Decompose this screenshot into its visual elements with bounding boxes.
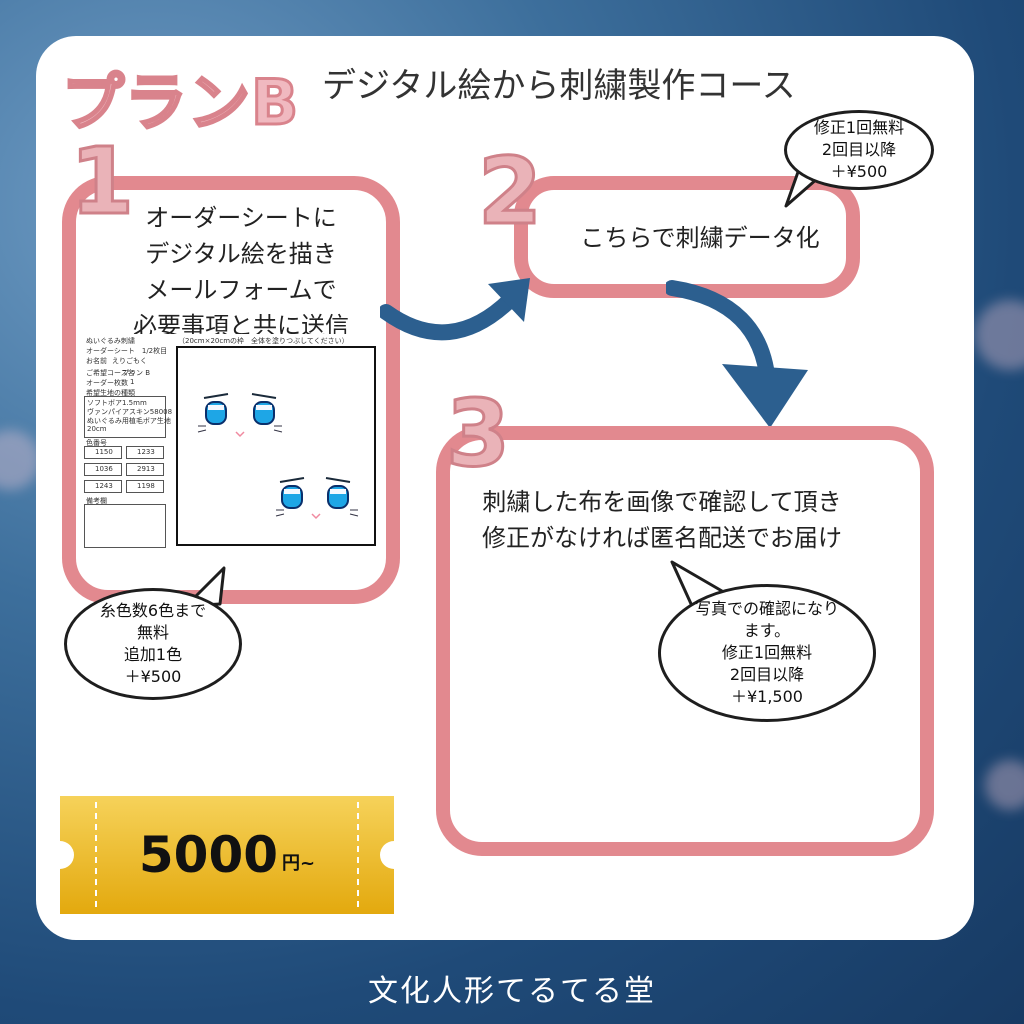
plan-label: プランB xyxy=(60,65,300,141)
shop-name: 文化人形てるてる堂 xyxy=(368,974,656,1009)
sheet-name-value: えりごもく xyxy=(112,357,147,365)
sheet-name-label: お名前 xyxy=(86,357,107,365)
sheet-fabric-label: 希望生地の種類 xyxy=(86,389,135,397)
step-2-note-bubble: 修正1回無料 2回目以降 ＋¥500 xyxy=(784,110,934,190)
bokeh-light xyxy=(0,430,40,490)
sheet-title: ぬいぐるみ刺繍 xyxy=(86,337,135,345)
sheet-canvas-note: （20cm×20cmの枠 全体を塗りつぶしてください） xyxy=(178,337,349,345)
price-ticket: 5000 円~ xyxy=(60,796,394,914)
sheet-remarks-box xyxy=(84,504,166,548)
step-3-number: 3 xyxy=(444,379,511,489)
arrow-to-step-2-icon xyxy=(380,278,530,341)
order-sheet-preview: ぬいぐるみ刺繍 オーダーシート 1/2枚目 お名前 えりごもく ご希望コース名 … xyxy=(82,334,382,550)
step-3-text: 刺繍した布を画像で確認して頂き 修正がなければ匿名配送でお届け xyxy=(482,488,842,552)
cat-face-drawing-icon xyxy=(197,393,359,520)
sheet-colors-label: 色番号 xyxy=(86,439,107,447)
price-amount: 5000 xyxy=(138,826,279,884)
bokeh-light xyxy=(975,300,1024,370)
sheet-course-value: プラン B xyxy=(122,369,151,377)
step-1-number: 1 xyxy=(68,127,135,237)
step-2-number: 2 xyxy=(476,137,543,247)
step-2-text: こちらで刺繍データ化 xyxy=(580,224,820,252)
sheet-count-label: オーダー枚数 xyxy=(86,379,128,387)
arrow-to-step-3-icon xyxy=(666,280,808,428)
sheet-drawing-canvas xyxy=(176,346,376,546)
step-1-note-bubble: 糸色数6色まで 無料 追加1色 ＋¥500 xyxy=(64,588,242,700)
step-1-text: オーダーシートに デジタル絵を描き メールフォームで 必要事項と共に送信 xyxy=(133,204,349,340)
bokeh-light xyxy=(985,760,1024,810)
step-3-note-bubble: 写真での確認になり ます。 修正1回無料 2回目以降 ＋¥1,500 xyxy=(658,584,876,722)
price-unit: 円~ xyxy=(282,853,316,874)
ticket-notch-icon xyxy=(60,802,394,908)
sheet-fabric-box: ソフトボア1.5mm ヴァンパイアスキン58008 ぬいぐるみ用植毛ボア生地 2… xyxy=(84,396,172,438)
sheet-count-value: 1 xyxy=(130,378,135,386)
sheet-subtitle: オーダーシート 1/2枚目 xyxy=(86,347,168,355)
course-title: デジタル絵から刺繍製作コース xyxy=(322,66,796,106)
sheet-course-label: ご希望コース名 xyxy=(86,369,135,377)
sheet-color-grid: 1150 1233 1036 2913 1243 1198 xyxy=(84,446,164,494)
sheet-remarks-label: 備考欄 xyxy=(86,497,107,505)
